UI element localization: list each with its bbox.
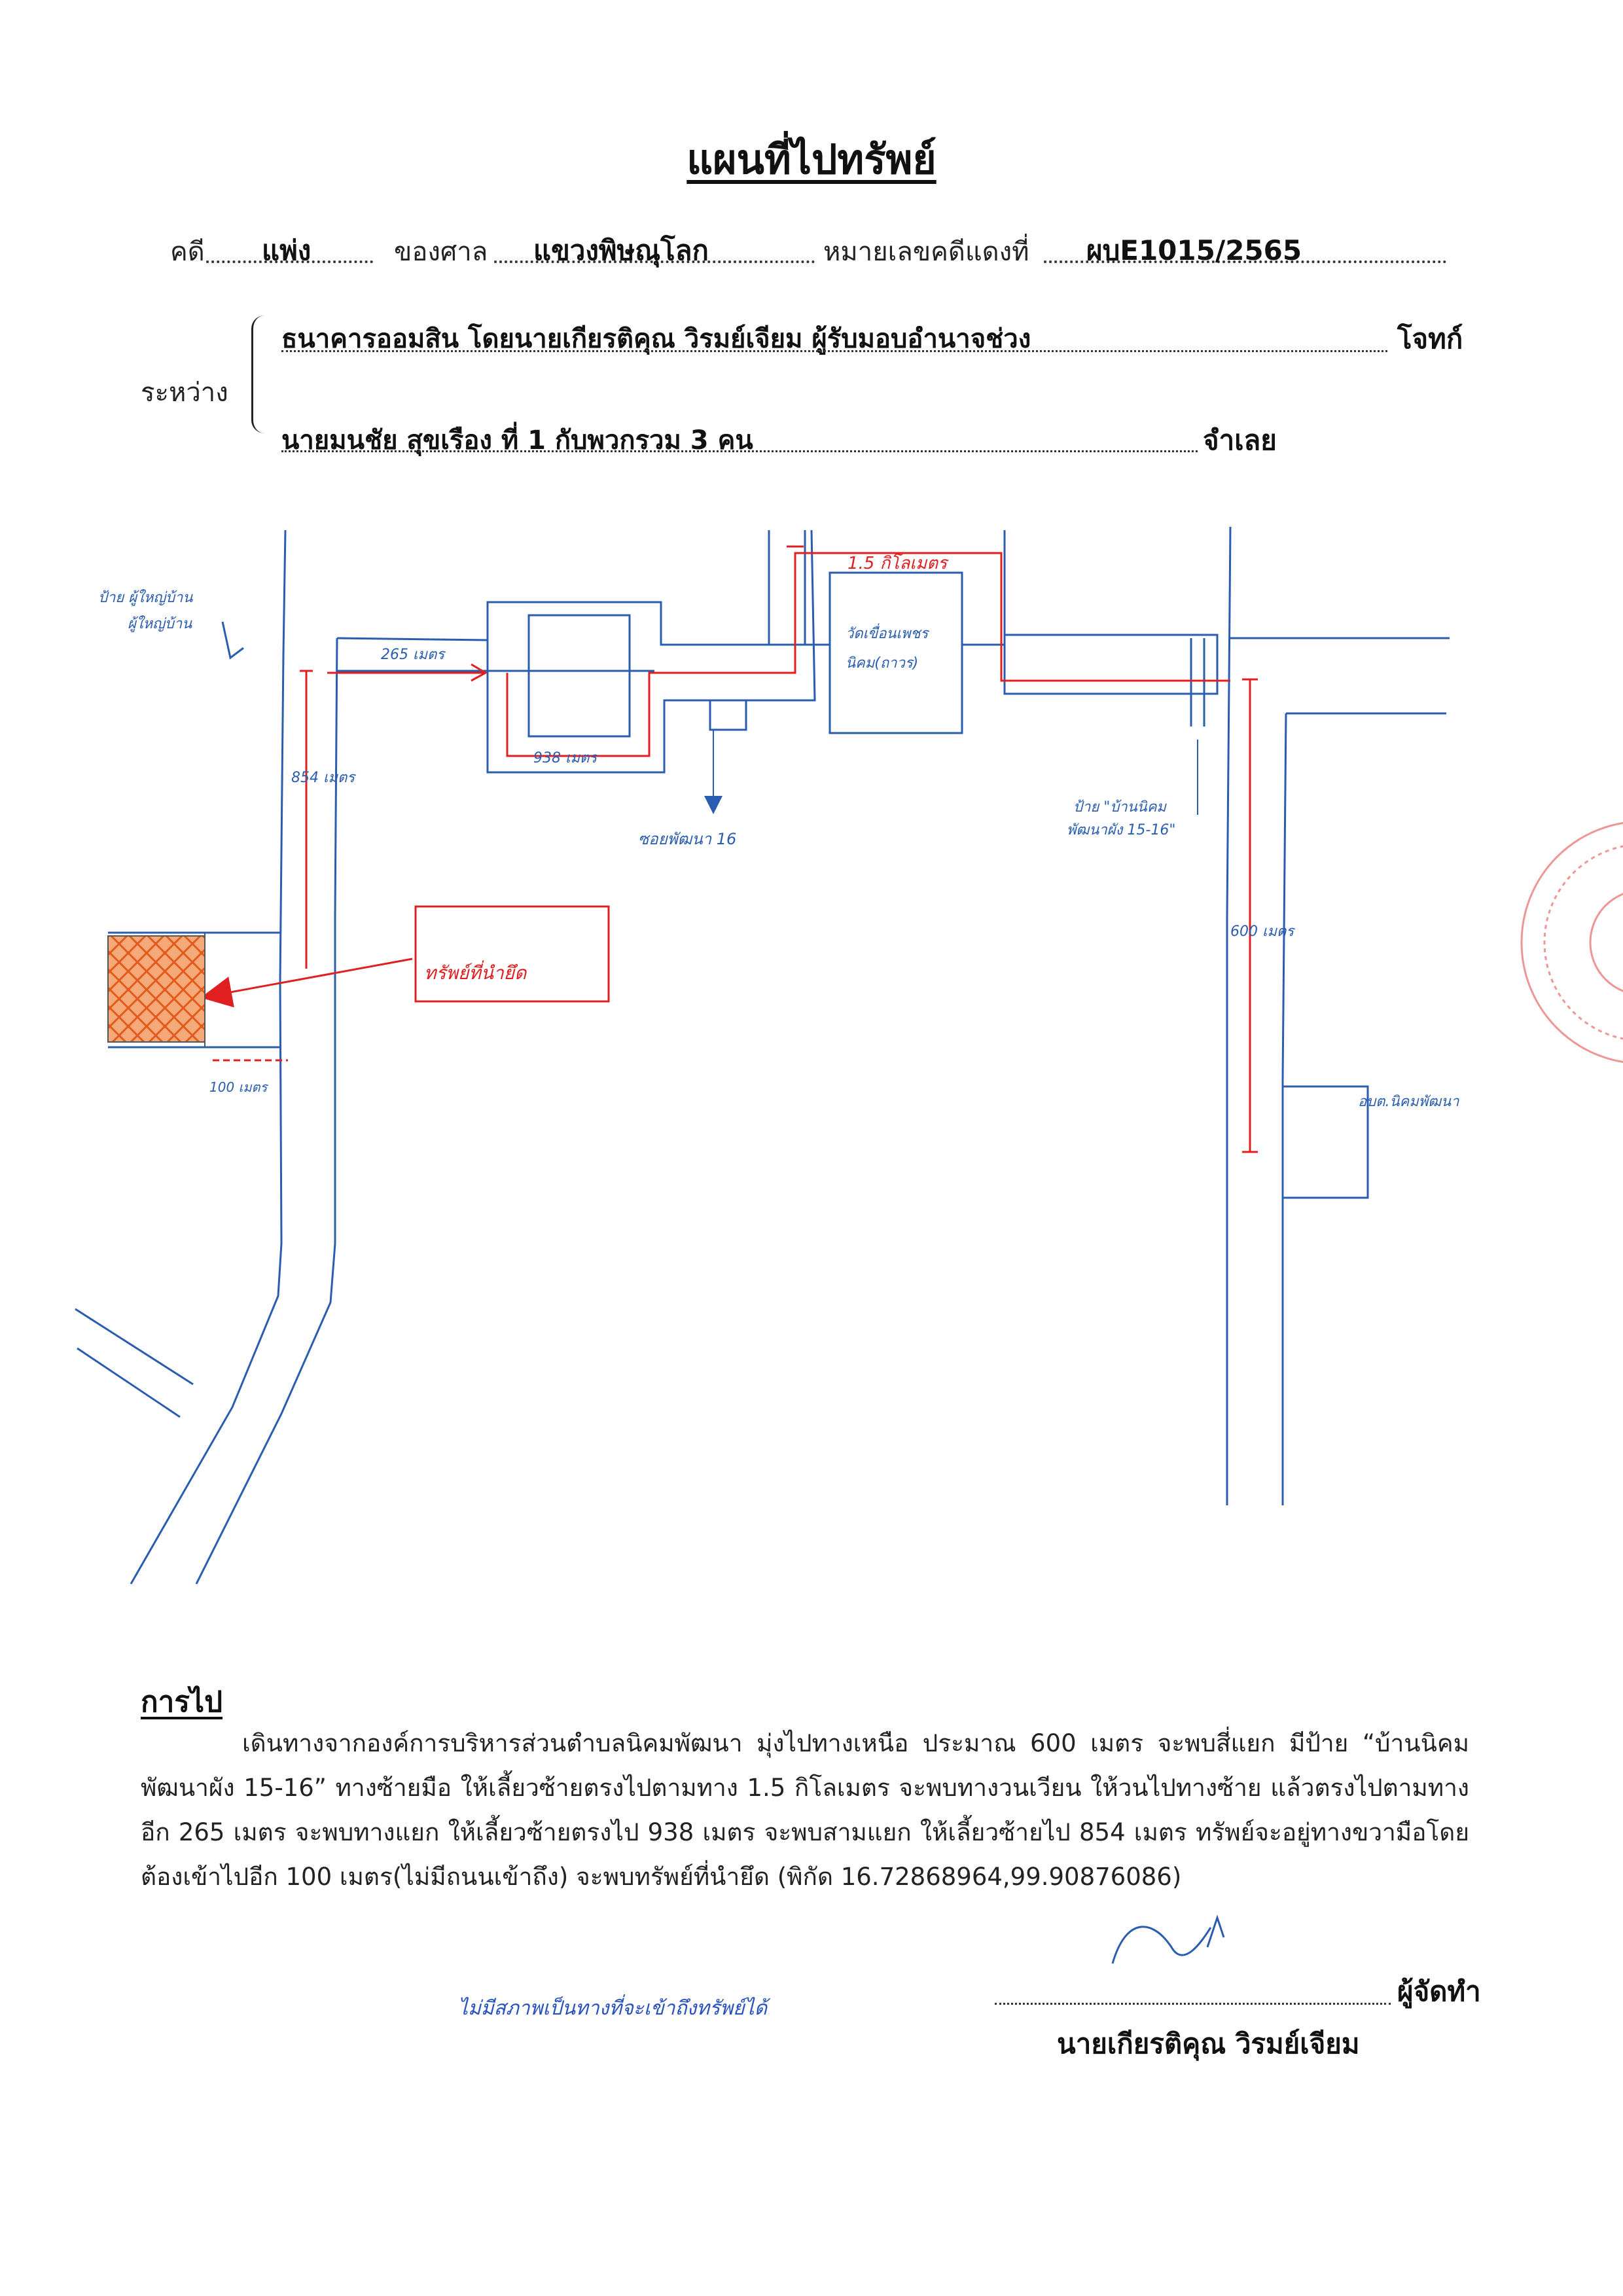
plaintiff-name: ธนาคารออมสิน โดยนายเกียรติคุณ วิรมย์เจีย… [281,324,1031,354]
map-label-265: 265 เมตร [381,647,445,663]
court-seal-stamp [1520,821,1623,1064]
map-label-alley: ซอยพัฒนา 16 [638,830,737,848]
red-number-dotline [1044,260,1446,263]
defendant-role: จำเลย [1203,424,1277,456]
red-case-number: ผบE1015/2565 [1086,234,1302,266]
plaintiff-role: โจทก์ [1397,323,1463,355]
case-label: คดี [170,237,205,267]
signature-role: ผู้จัดทำ [1397,1975,1481,2007]
handwritten-note: ไม่มีสภาพเป็นทางที่จะเข้าถึงทรัพย์ได้ [458,1997,768,2020]
map-label-1-5km: 1.5 กิโลเมตร [847,554,948,573]
court-label: ของศาล [394,237,488,267]
map-label-600: 600 เมตร [1230,924,1294,940]
map-label-sign-left: ป้าย ผู้ใหญ่บ้าน [98,590,193,606]
signature-name: นายเกียรติคุณ วิรมย์เจียม [1057,2028,1360,2060]
court-name: แขวงพิษณุโลก [533,234,709,266]
between-label: ระหว่าง [141,378,228,408]
map-label-854: 854 เมตร [291,770,355,786]
plaintiff-dotline [281,350,1387,352]
map-label-sign-left-2: ผู้ใหญ่บ้าน [128,616,192,632]
map-label-sign-right: ป้าย "บ้านนิคม [1073,799,1166,816]
case-type-dotline [206,260,373,263]
court-name-dotline [494,260,815,263]
document-title: แผนที่ไปทรัพย์ [687,135,936,183]
property-plot [107,935,205,1043]
between-brace [251,315,269,433]
map-label-temple-2: นิคม(ถาวร) [846,655,919,672]
map-label-temple: วัดเขื่อนเพชร [846,626,929,642]
directions-text: เดินทางจากองค์การบริหารส่วนตำบลนิคมพัฒนา… [141,1729,1469,1891]
map-label-938: 938 เมตร [533,750,597,766]
directions-heading: การไป [141,1685,223,1719]
defendant-dotline [281,450,1198,452]
road-lines [75,526,1450,1585]
red-number-label: หมายเลขคดีแดงที่ [823,237,1029,267]
handwritten-signature [1111,1914,1225,1964]
map-label-sign-right-2: พัฒนาผัง 15-16" [1067,822,1176,838]
map-label-tao: อบต.นิคมพัฒนา [1358,1094,1459,1110]
signature-dotline [995,2003,1391,2005]
map-label-property: ทรัพย์ที่นำยึด [424,962,527,984]
route-path [200,545,1258,1153]
map-label-100: 100 เมตร [209,1079,268,1095]
case-type: แพ่ง [262,234,312,266]
